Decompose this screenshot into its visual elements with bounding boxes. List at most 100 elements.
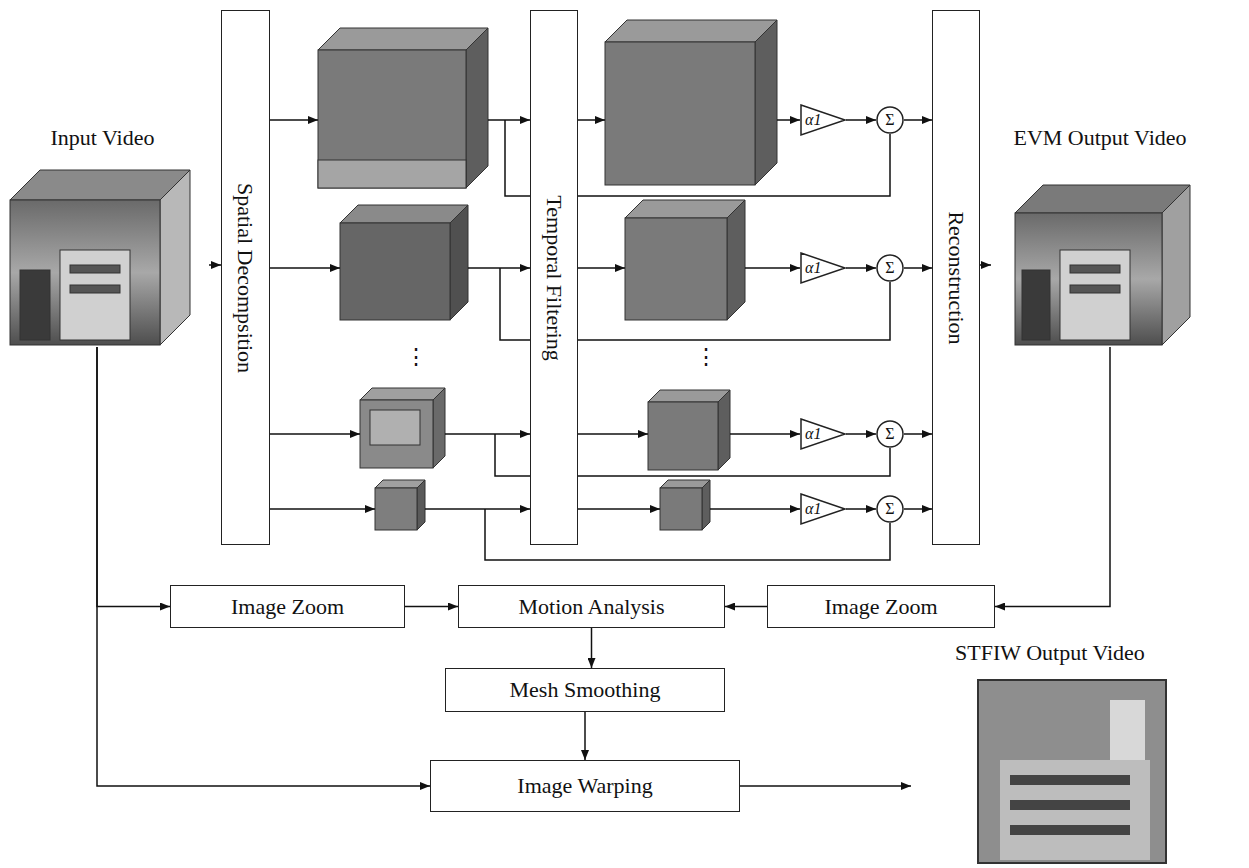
wire-arrow (270, 119, 318, 121)
video-detail (1022, 270, 1050, 340)
flow-arrow (846, 433, 876, 435)
cube-side (702, 480, 710, 530)
triangle-shape (801, 494, 845, 524)
filtered-cube (648, 390, 730, 470)
node-label: Image Zoom (231, 594, 344, 620)
process-box: Motion Analysis (458, 585, 725, 628)
circle-shape (877, 496, 903, 522)
flow-arrow (980, 264, 991, 266)
wire-arrow (468, 267, 530, 269)
flow-arrow (584, 712, 586, 760)
flow-arrow (725, 606, 767, 608)
flow-arrow (904, 119, 932, 121)
node-label: Temporal Filtering (541, 195, 567, 360)
cube-front (648, 402, 718, 470)
video-cube (1015, 185, 1190, 345)
wire-arrow (578, 508, 660, 510)
frame-detail (1010, 800, 1130, 810)
cube-top (648, 390, 730, 402)
label-slot: ⋮ (404, 344, 428, 370)
frame-detail (1010, 825, 1130, 835)
circle-shape (877, 421, 903, 447)
cube-side (755, 20, 777, 185)
process-box: Image Warping (430, 760, 740, 812)
video-detail (70, 265, 120, 273)
process-box: Mesh Smoothing (445, 668, 725, 712)
gain-triangle: α1 (800, 104, 846, 136)
video-node: EVM Output Video (991, 125, 1209, 347)
cube-top (1015, 185, 1190, 213)
node-label: Image Zoom (824, 594, 937, 620)
stage-box: Temporal Filtering (530, 10, 578, 545)
video-detail (70, 285, 120, 293)
cube-top (625, 200, 745, 218)
node-label: Input Video (0, 125, 209, 151)
triangle-shape (801, 419, 845, 449)
flow-arrow (846, 119, 876, 121)
node-label: Spatial Decompsition (233, 182, 259, 372)
flow-arrow (405, 606, 458, 608)
node-label: Mesh Smoothing (510, 677, 661, 703)
frame-detail (1000, 760, 1150, 860)
sum-label: Σ (885, 260, 894, 276)
video-detail (1070, 285, 1120, 293)
cube-stripe (370, 410, 420, 445)
cube-front (660, 488, 702, 530)
cube-front (360, 400, 433, 468)
flow-arrow (591, 628, 593, 668)
wire-arrow (730, 433, 800, 435)
flow-arrow (904, 267, 932, 269)
sum-label: Σ (885, 501, 894, 517)
flow-arrow (209, 264, 221, 266)
wire-arrow (425, 508, 530, 510)
cube-stripe (318, 160, 466, 188)
cube-side (727, 200, 745, 320)
video-detail (20, 270, 50, 340)
node-label: Motion Analysis (518, 594, 664, 620)
gain-label: α1 (800, 418, 846, 450)
cube-front (375, 488, 417, 530)
flow-arrow (740, 785, 911, 787)
filtered-cube (660, 480, 710, 530)
process-box: Image Zoom (170, 585, 405, 628)
cube-top (340, 205, 468, 223)
video-frame (978, 680, 1166, 863)
flow-arrow (995, 347, 1110, 607)
video-detail (1070, 265, 1120, 273)
sum-label: Σ (885, 426, 894, 442)
wire-arrow (578, 119, 605, 121)
cube-side (718, 390, 730, 470)
signal-wires (270, 120, 890, 560)
circle-shape (877, 255, 903, 281)
wire-arrow (445, 433, 530, 435)
video-detail (60, 250, 130, 340)
flow-arrow (904, 433, 932, 435)
flow-arrow (846, 267, 876, 269)
cube-side (433, 388, 445, 468)
flow-arrow (97, 347, 170, 607)
sum-circle: Σ (876, 106, 904, 134)
video-node: STFIW Output Video (911, 640, 1189, 866)
gain-triangle: α1 (800, 493, 846, 525)
sum-circle: Σ (876, 495, 904, 523)
wire-arrow (270, 267, 340, 269)
sum-circle: Σ (876, 420, 904, 448)
gain-label: α1 (800, 493, 846, 525)
cube-side (1162, 185, 1190, 345)
gain-triangle: α1 (800, 418, 846, 450)
ellipsis-mark: ⋮ (404, 344, 428, 370)
stage-box: Reconstruction (932, 10, 980, 545)
ellipsis-mark: ⋮ (694, 344, 718, 370)
band-cube (318, 28, 488, 188)
frame-detail (1110, 700, 1145, 760)
video-cube (10, 170, 190, 345)
cube-front (318, 50, 466, 188)
flow-arrow (846, 508, 876, 510)
label-slot: ⋮ (694, 344, 718, 370)
cube-top (605, 20, 777, 42)
sum-circle: Σ (876, 254, 904, 282)
node-label: Reconstruction (943, 211, 969, 344)
sum-label: Σ (885, 112, 894, 128)
node-label: EVM Output Video (991, 125, 1209, 151)
